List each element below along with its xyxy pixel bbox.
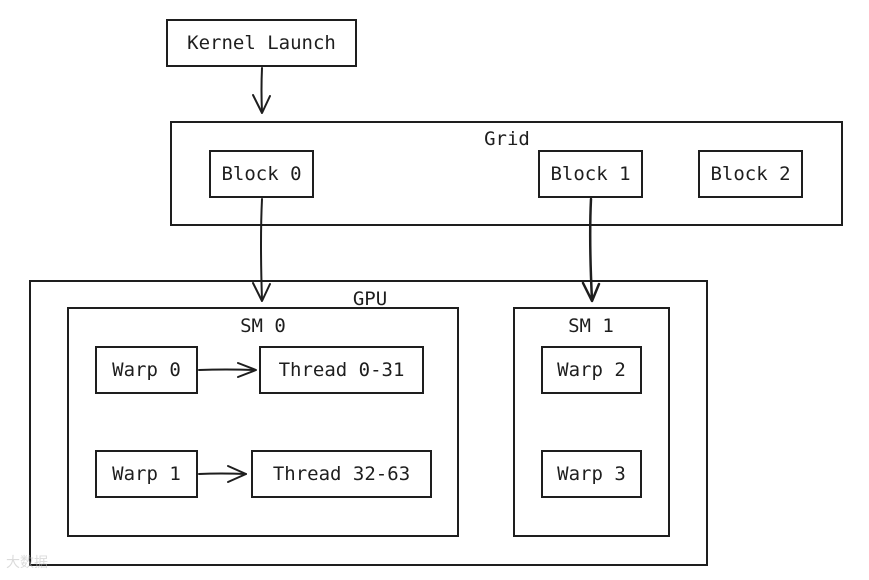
warp-1-label: Warp 1 (112, 463, 181, 485)
warp-2-label: Warp 2 (557, 359, 626, 381)
block-1-label: Block 1 (550, 163, 631, 185)
thread-0-31-node: Thread 0-31 (259, 346, 424, 394)
block-1-node: Block 1 (538, 150, 643, 198)
grid-title: Grid (484, 128, 530, 150)
sm-0-container (67, 307, 459, 537)
sm-0-title: SM 0 (240, 315, 286, 337)
grid-container (170, 121, 843, 226)
block-2-node: Block 2 (698, 150, 803, 198)
warp-3-node: Warp 3 (541, 450, 642, 498)
kernel-launch-node: Kernel Launch (166, 19, 357, 67)
arrow-kernel-to-grid (252, 67, 271, 114)
warp-1-node: Warp 1 (95, 450, 198, 498)
block-0-label: Block 0 (221, 163, 302, 185)
watermark-text: 大数据 (6, 555, 48, 571)
warp-2-node: Warp 2 (541, 346, 642, 394)
gpu-container (29, 280, 708, 566)
block-2-label: Block 2 (710, 163, 791, 185)
thread-0-31-label: Thread 0-31 (278, 359, 405, 381)
thread-32-63-node: Thread 32-63 (251, 450, 432, 498)
sm-1-container (513, 307, 670, 537)
warp-0-label: Warp 0 (112, 359, 181, 381)
block-0-node: Block 0 (209, 150, 314, 198)
thread-32-63-label: Thread 32-63 (272, 463, 411, 485)
kernel-launch-label: Kernel Launch (187, 32, 336, 54)
gpu-title: GPU (352, 288, 388, 310)
warp-0-node: Warp 0 (95, 346, 198, 394)
warp-3-label: Warp 3 (557, 463, 626, 485)
sm-1-title: SM 1 (568, 315, 614, 337)
